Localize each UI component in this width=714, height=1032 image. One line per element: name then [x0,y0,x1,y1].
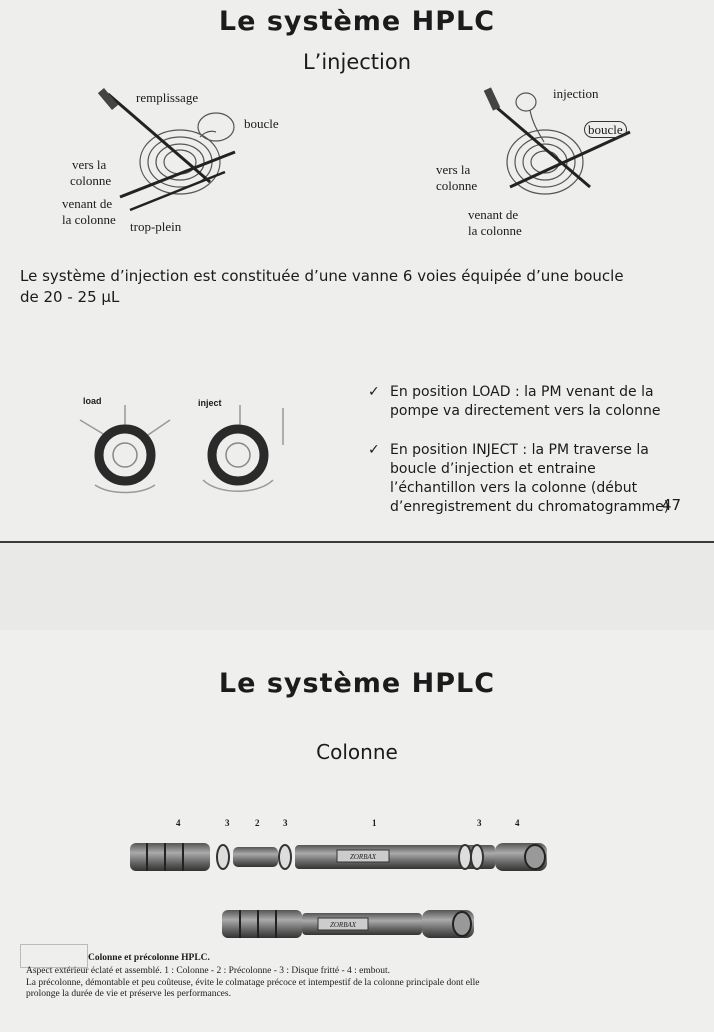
label-la-colonne-right: la colonne [468,223,522,238]
bullet-inject-line4: d’enregistrement du chromatogramme) [390,499,670,515]
label-boucle-right: boucle [584,121,627,138]
caption-line1: Aspect extérieur éclaté et assemblé. 1 :… [26,966,391,976]
part-label: 3 [283,818,288,828]
bullet-load-line2: pompe va directement vers la colonne [390,403,661,419]
column-assembled-illustration: ZORBAX [222,910,474,938]
part-label: 2 [255,818,260,828]
caption-blank-box [20,944,88,968]
injector-load-diagram [97,88,236,212]
page-number: 47 [662,496,682,514]
slide1-title: Le système HPLC [218,6,496,37]
check-icon: ✓ [368,384,380,400]
six-port-valve-inject [202,405,284,492]
column-exploded-illustration: ZORBAX [130,843,547,871]
label-venant-de-right: venant de [468,207,519,222]
injector-inject-diagram [483,87,631,195]
part-label: 4 [515,818,520,828]
label-injection: injection [553,86,599,101]
zorbax-label: ZORBAX [350,853,377,861]
slide-colonne: Le système HPLC Colonne 4 3 2 3 1 3 4 ZO… [0,630,714,1032]
bullet-load: ✓ En position LOAD : la PM venant de la … [368,383,661,421]
bullet-load-line1: En position LOAD : la PM venant de la [390,384,654,400]
part-label: 1 [372,818,377,828]
slide2-subtitle: Colonne [316,740,398,764]
label-colonne-left: colonne [70,173,112,188]
label-vers-la-left: vers la [72,157,107,172]
valve-load-label: load [83,396,102,406]
slide1-subtitle: L’injection [302,50,412,74]
caption-line2: La précolonne, démontable et peu coûteus… [26,978,480,988]
six-port-valve-load [79,405,171,494]
label-trop-plein: trop-plein [130,219,182,234]
label-remplissage: remplissage [136,90,199,105]
label-vers-la-right: vers la [436,162,471,177]
check-icon: ✓ [368,442,380,458]
slide2-title: Le système HPLC [218,668,496,699]
label-colonne-right: colonne [436,178,478,193]
caption-line3: prolonge la durée de vie et préserve les… [26,989,231,999]
bullet-inject-line2: boucle d’injection et entraine [390,461,596,477]
label-boucle-left: boucle [244,116,279,131]
valve-inject-label: inject [198,398,222,408]
injection-paragraph-line1: Le système d’injection est constituée d’… [20,267,624,285]
label-venant-de-left: venant de [62,196,113,211]
zorbax-label: ZORBAX [330,921,357,929]
bullet-inject-line3: l’échantillon vers la colonne (début [390,480,638,496]
label-la-colonne-left: la colonne [62,212,116,227]
caption-title: Colonne et précolonne HPLC. [88,953,210,963]
slide-divider [0,541,714,543]
injection-paragraph-line2: de 20 - 25 µL [20,288,120,306]
part-label: 4 [176,818,181,828]
slide-injection: Le système HPLC L’injection remplissage … [20,6,682,517]
bullet-inject-line1: En position INJECT : la PM traverse la [390,442,649,458]
bullet-inject: ✓ En position INJECT : la PM traverse la… [368,441,670,517]
part-label: 3 [477,818,482,828]
part-label: 3 [225,818,230,828]
